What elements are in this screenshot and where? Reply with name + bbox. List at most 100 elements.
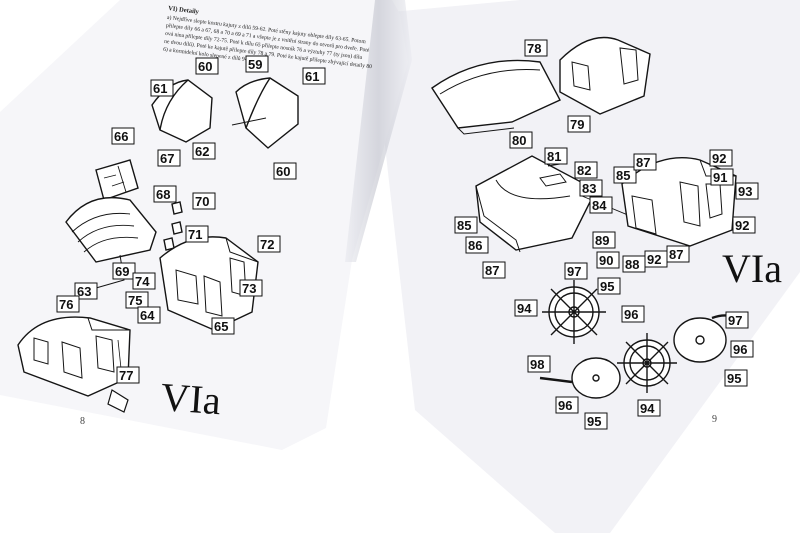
svg-text:77: 77: [119, 368, 133, 383]
part-label: 59: [245, 55, 269, 73]
svg-text:66: 66: [114, 129, 128, 144]
part-label: 83: [579, 179, 603, 197]
intro-heading: VI) Detaily: [168, 5, 200, 16]
svg-text:95: 95: [600, 279, 614, 294]
part-label: 88: [622, 255, 646, 273]
svg-text:95: 95: [727, 371, 741, 386]
part-label: 97: [564, 262, 588, 280]
part-label: 71: [185, 225, 209, 243]
svg-text:68: 68: [156, 187, 170, 202]
part-label: 75: [125, 291, 149, 309]
part-label: 62: [192, 142, 216, 160]
svg-text:61: 61: [153, 81, 167, 96]
svg-text:61: 61: [305, 69, 319, 84]
svg-text:96: 96: [624, 307, 638, 322]
right-diagram: [431, 36, 741, 399]
svg-text:86: 86: [468, 238, 482, 253]
part-label: 61: [302, 67, 326, 85]
part-label: 94: [637, 399, 661, 417]
part-label: 98: [527, 355, 551, 373]
svg-text:93: 93: [738, 184, 752, 199]
part-label: 73: [239, 279, 263, 297]
part-label: 96: [730, 340, 754, 358]
part-label: 96: [621, 305, 645, 323]
wheel-disk: [539, 357, 621, 399]
svg-text:97: 97: [567, 264, 581, 279]
part-label: 60: [195, 57, 219, 75]
svg-text:60: 60: [276, 164, 290, 179]
svg-text:92: 92: [712, 151, 726, 166]
part-label: 79: [567, 115, 591, 133]
svg-text:90: 90: [599, 253, 613, 268]
svg-text:69: 69: [115, 264, 129, 279]
svg-text:71: 71: [188, 227, 202, 242]
right-section-label: VIa: [722, 246, 782, 291]
svg-text:79: 79: [570, 117, 584, 132]
svg-text:92: 92: [735, 218, 749, 233]
svg-text:98: 98: [530, 357, 544, 372]
svg-text:62: 62: [195, 144, 209, 159]
svg-text:96: 96: [558, 398, 572, 413]
svg-text:94: 94: [640, 401, 655, 416]
part-label: 78: [524, 39, 548, 57]
svg-text:74: 74: [135, 274, 150, 289]
part-label: 87: [482, 261, 506, 279]
svg-text:92: 92: [647, 252, 661, 267]
svg-text:78: 78: [527, 41, 541, 56]
part-label: 95: [597, 277, 621, 295]
part-label: 97: [725, 311, 749, 329]
svg-text:85: 85: [616, 168, 630, 183]
svg-text:67: 67: [160, 151, 174, 166]
svg-text:88: 88: [625, 257, 639, 272]
part-label: 63: [74, 282, 98, 300]
svg-text:82: 82: [577, 163, 591, 178]
svg-text:64: 64: [140, 308, 155, 323]
part-label: 69: [112, 262, 136, 280]
svg-text:83: 83: [582, 181, 596, 196]
ship-wheel: [542, 280, 606, 344]
svg-text:59: 59: [248, 57, 262, 72]
svg-text:73: 73: [242, 281, 256, 296]
svg-text:75: 75: [128, 293, 142, 308]
part-label: 91: [710, 168, 734, 186]
svg-text:87: 87: [485, 263, 499, 278]
part-label: 76: [56, 295, 80, 313]
part-label: 60: [273, 162, 297, 180]
part-label: 95: [724, 369, 748, 387]
part-label: 68: [153, 185, 177, 203]
part-label: 61: [150, 79, 174, 97]
part-label: 94: [514, 299, 538, 317]
svg-text:91: 91: [713, 170, 727, 185]
part-label: 93: [735, 182, 759, 200]
part-label: 90: [596, 251, 620, 269]
part-label: 85: [454, 216, 478, 234]
part-label: 67: [157, 149, 181, 167]
svg-text:97: 97: [728, 313, 742, 328]
svg-text:65: 65: [214, 319, 228, 334]
part-label: 89: [592, 231, 616, 249]
part-label: 86: [465, 236, 489, 254]
svg-text:87: 87: [669, 247, 683, 262]
svg-text:60: 60: [198, 59, 212, 74]
part-label: 87: [633, 153, 657, 171]
svg-text:85: 85: [457, 218, 471, 233]
part-label: 81: [544, 147, 568, 165]
part-label: 87: [666, 245, 690, 263]
left-page-number: 8: [80, 416, 85, 427]
svg-text:81: 81: [547, 149, 561, 164]
svg-text:96: 96: [733, 342, 747, 357]
left-section-label: VIa: [159, 374, 222, 423]
svg-text:63: 63: [77, 284, 91, 299]
part-label: 96: [555, 396, 579, 414]
left-part-labels: 60 59 61 61 62 60 66 67 68 70 71 72 69 7…: [56, 55, 326, 384]
svg-text:70: 70: [195, 194, 209, 209]
part-label: 85: [613, 166, 637, 184]
part-label: 65: [211, 317, 235, 335]
svg-text:72: 72: [260, 237, 274, 252]
svg-text:89: 89: [595, 233, 609, 248]
part-label: 74: [132, 272, 156, 290]
ship-wheel: [617, 333, 677, 393]
svg-text:87: 87: [636, 155, 650, 170]
part-label: 72: [257, 235, 281, 253]
